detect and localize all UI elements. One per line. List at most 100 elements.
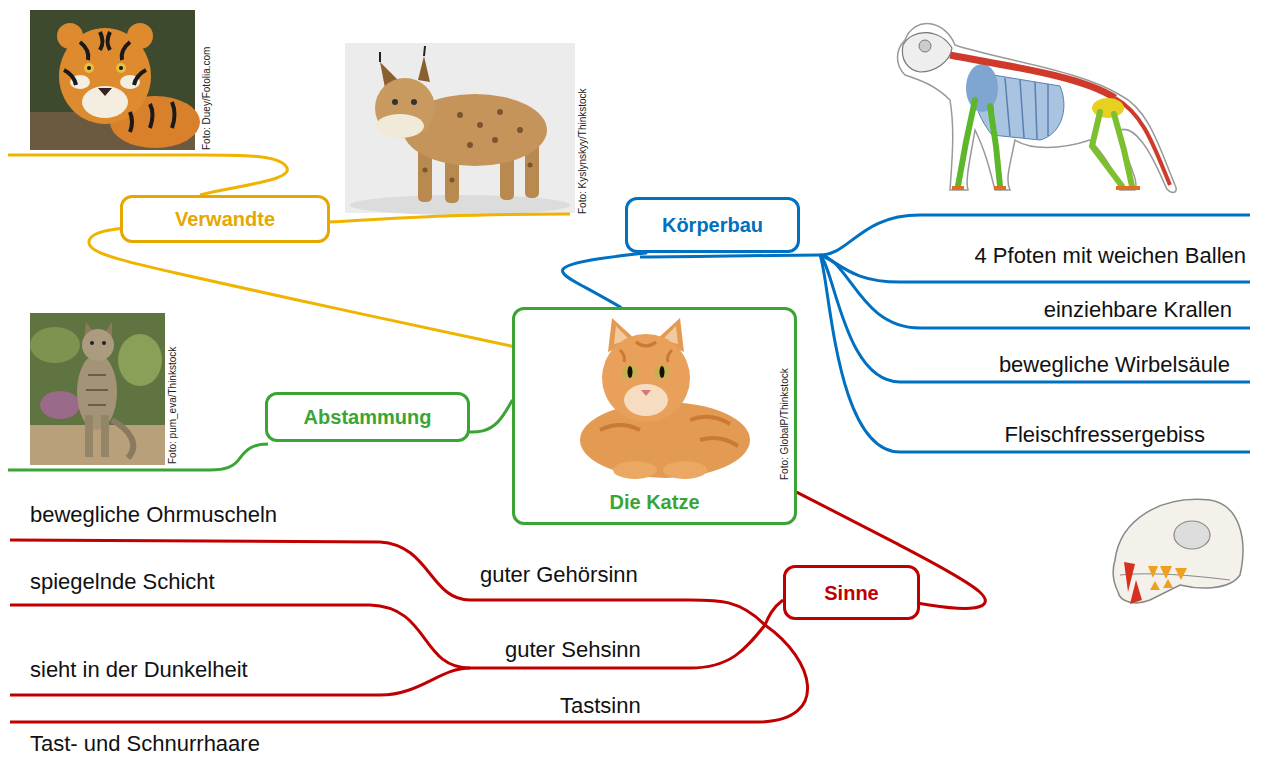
branch-line-red [10, 540, 765, 625]
skull-drawing [1113, 499, 1243, 604]
wildcat-photo [30, 425, 165, 465]
branch-text: bewegliche Ohrmuscheln [30, 502, 277, 527]
cat-photo [622, 365, 638, 379]
photo-credit: Foto: Duey/Fotolia.com [201, 47, 213, 150]
tiger-photo [30, 10, 200, 150]
lynx-photo [345, 43, 575, 213]
branch-text: spiegelnde Schicht [30, 569, 215, 594]
branch-text: Fleischfressergebiss [1004, 422, 1205, 447]
skull-drawing [1113, 499, 1243, 602]
branch-connector [563, 253, 646, 307]
wildcat-photo [30, 327, 80, 363]
wildcat-photo [112, 420, 133, 458]
tiger-photo [119, 66, 123, 70]
lynx-photo [492, 137, 498, 143]
photo-credit: Foto: GlobalP/Thinkstock [779, 368, 791, 480]
photo-credit: Foto: pum_eva/Thinkstock [167, 347, 179, 464]
branch-line-yellow [330, 214, 570, 222]
tiger-photo [116, 63, 126, 73]
tiger-photo [98, 88, 112, 96]
lynx-photo [450, 178, 455, 183]
branch-line-blue [640, 255, 820, 257]
lynx-photo [517, 127, 523, 133]
wildcat-photo [77, 354, 117, 430]
tiger-photo [64, 32, 175, 132]
node-title: Verwandte [175, 207, 275, 231]
branch-line-green [8, 444, 268, 470]
lynx-photo [423, 109, 533, 183]
branch-connector [470, 401, 512, 432]
lynx-photo [380, 46, 425, 62]
branch-text: bewegliche Wirbelsäule [999, 352, 1230, 377]
tiger-photo [84, 63, 94, 73]
node-title: Sinne [824, 581, 878, 605]
branch-text: einziehbare Krallen [1044, 297, 1232, 322]
branch-line-blue [820, 255, 1250, 452]
cat-photo [620, 342, 672, 362]
branch-line-red [10, 625, 808, 722]
cat-photo [663, 461, 707, 479]
branch-box: Abstammung [265, 392, 470, 442]
cat-photo [613, 461, 657, 479]
lynx-photo [376, 114, 424, 138]
branch-line-red [10, 540, 808, 722]
skull-drawing [1148, 566, 1187, 580]
wildcat-photo [118, 334, 162, 386]
lynx-photo [457, 112, 463, 118]
cat-photo [628, 366, 633, 378]
lynx-photo [350, 195, 570, 215]
skull-drawing [1150, 579, 1173, 590]
branch-text: Tastsinn [560, 693, 641, 718]
skull-drawing [1120, 574, 1230, 580]
tiger-photo [87, 66, 91, 70]
branch-text: guter Gehörsinn [480, 562, 638, 587]
node-title: Die Katze [609, 490, 699, 514]
node-title: Körperbau [662, 213, 763, 237]
cat-photo [602, 334, 690, 422]
wildcat-photo [102, 341, 106, 345]
lynx-photo [423, 168, 428, 173]
lynx-photo [411, 99, 417, 105]
skeleton-drawing [1092, 112, 1132, 186]
branch-text: guter Sehsinn [505, 637, 641, 662]
branch-box: Körperbau [625, 197, 800, 253]
skull-drawing [1130, 580, 1142, 604]
skeleton-drawing [958, 100, 1000, 186]
branch-box: Sinne [783, 565, 920, 620]
central-node: Die Katze Foto: GlobalP/Thinkstock [512, 307, 797, 525]
lynx-photo [497, 109, 503, 115]
wildcat-photo [30, 313, 165, 465]
branch-connector [89, 229, 512, 347]
branch-line-red [470, 625, 765, 668]
lynx-photo [375, 78, 435, 138]
skeleton-drawing [898, 24, 1177, 193]
branch-line-red [765, 600, 783, 625]
cat-photo [624, 384, 668, 416]
lynx-photo [467, 142, 473, 148]
cat-photo [641, 390, 651, 396]
tiger-photo [82, 86, 128, 118]
skull-drawing [1124, 562, 1135, 592]
skeleton-drawing [966, 64, 998, 112]
lynx-photo [392, 99, 398, 105]
wildcat-photo [85, 415, 93, 457]
branch-line-blue [820, 255, 1250, 382]
skull-drawing [1174, 521, 1210, 549]
wildcat-photo [82, 329, 114, 361]
wildcat-photo [30, 313, 165, 465]
cat-photo [660, 366, 665, 378]
photo-credit: Foto: Kyslynskyy/Thinkstock [577, 88, 589, 214]
skeleton-drawing [950, 55, 1115, 98]
cat-photo [600, 417, 738, 446]
node-title: Abstammung [304, 405, 432, 429]
skeleton-drawing [990, 76, 1048, 139]
branch-line-green [8, 444, 268, 470]
lynx-photo [345, 43, 575, 215]
lynx-photo [528, 163, 533, 168]
wildcat-photo [40, 391, 80, 419]
branch-text: sieht in der Dunkelheit [30, 657, 248, 682]
branch-line-yellow [8, 155, 287, 195]
cat-photo [580, 318, 750, 479]
branch-text: Tast- und Schnurrhaare [30, 731, 260, 756]
